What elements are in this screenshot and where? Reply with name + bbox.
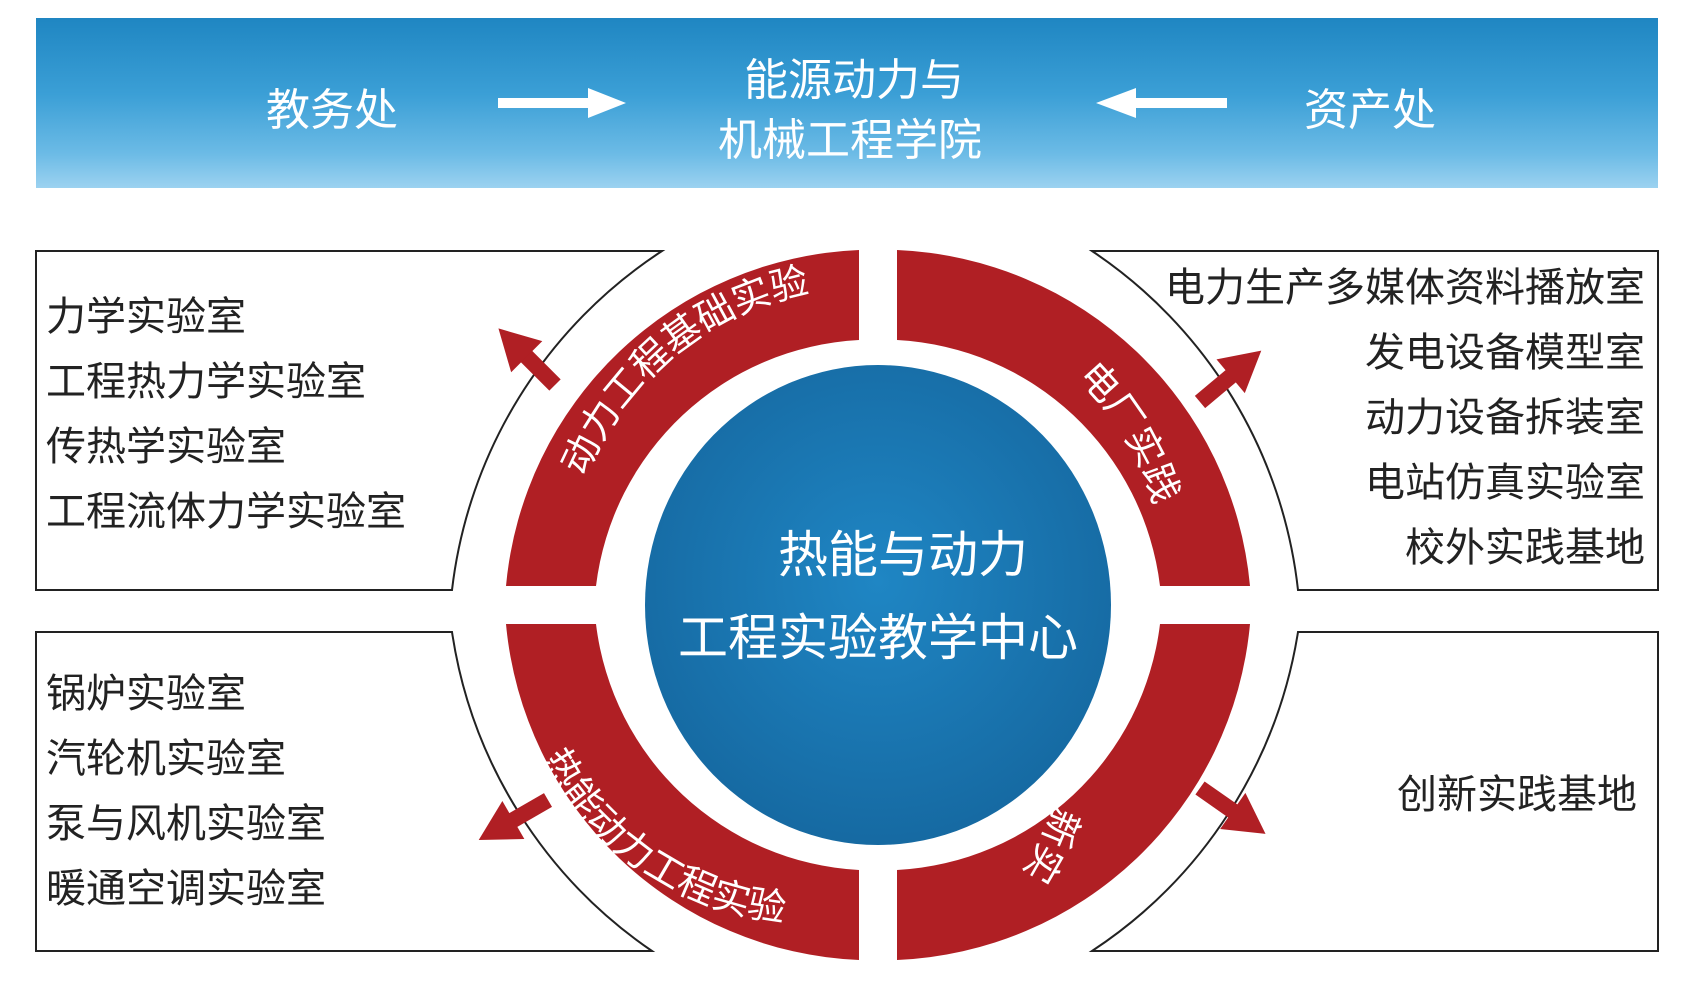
list-item: 动力设备拆装室 (1365, 395, 1645, 441)
list-item: 暖通空调实验室 (46, 866, 326, 912)
list-item: 锅炉实验室 (46, 671, 246, 717)
arrow-top-left-icon (498, 328, 561, 391)
right-arrow-icon (498, 88, 626, 118)
arrow-bottom-left-icon (478, 793, 552, 840)
list-item: 电站仿真实验室 (1365, 460, 1645, 506)
left-arrow-icon (1096, 88, 1227, 118)
list-item: 传热学实验室 (46, 424, 286, 470)
arrow-bottom-right-icon (1195, 781, 1266, 834)
banner-left-label: 教务处 (266, 85, 398, 136)
banner-center-line2: 机械工程学院 (718, 115, 982, 166)
list-item: 工程热力学实验室 (46, 359, 366, 405)
box-bottom-right-label: 创新实践基地 (1397, 772, 1637, 818)
box-bottom-right (1088, 631, 1659, 952)
box-top-left-list: 力学实验室 工程热力学实验室 传热学实验室 工程流体力学实验室 (46, 285, 406, 545)
box-top-right (1088, 250, 1659, 591)
center-title-line1: 热能与动力 (778, 526, 1028, 584)
arrow-top-right-icon (1194, 350, 1262, 409)
top-banner: 教务处 能源动力与 机械工程学院 资产处 (36, 18, 1658, 188)
ring-segment-bottom-left (506, 624, 859, 960)
ring-segment-top-right (897, 250, 1250, 586)
list-item: 电力生产多媒体资料播放室 (1165, 265, 1645, 311)
ring-segment-bottom-right (897, 624, 1250, 960)
center-circle (645, 365, 1111, 845)
banner-right-label: 资产处 (1304, 85, 1436, 136)
box-bottom-left-list: 锅炉实验室 汽轮机实验室 泵与风机实验室 暖通空调实验室 (46, 662, 326, 922)
list-item: 力学实验室 (46, 294, 246, 340)
list-item: 泵与风机实验室 (46, 801, 326, 847)
ring-segment-top-left (506, 250, 859, 586)
list-item: 工程流体力学实验室 (46, 489, 406, 535)
list-item: 汽轮机实验室 (46, 736, 286, 782)
banner-center-line1: 能源动力与 (744, 55, 964, 106)
list-item: 发电设备模型室 (1365, 330, 1645, 376)
box-top-right-list: 电力生产多媒体资料播放室 发电设备模型室 动力设备拆装室 电站仿真实验室 校外实… (1165, 256, 1645, 581)
center-title-line2: 工程实验教学中心 (678, 609, 1078, 667)
list-item: 校外实践基地 (1405, 525, 1645, 571)
